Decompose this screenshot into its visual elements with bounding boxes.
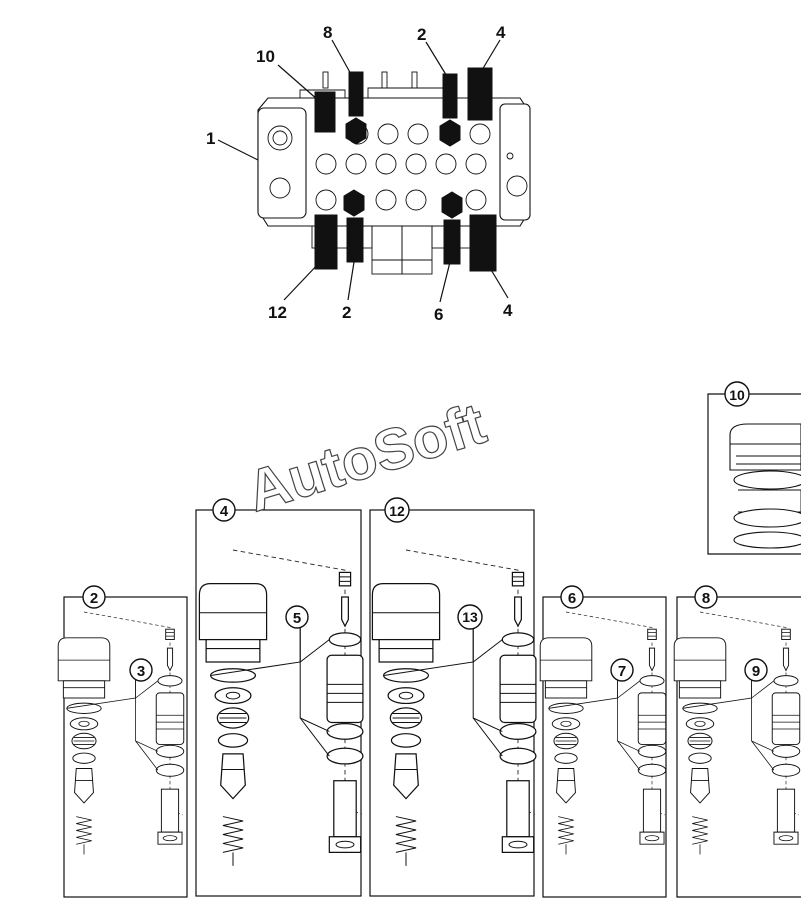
- watermark-text: AutoSoft: [240, 391, 493, 525]
- panel-12: 12 13: [369, 497, 537, 897]
- panel-4-seal-label: 5: [293, 610, 301, 627]
- callout-4-top: 4: [496, 23, 506, 42]
- valve-assembly: 1 10 8 2 4 12 2 6 4: [206, 23, 531, 324]
- panel-10-label: 10: [729, 387, 745, 403]
- callout-10: 10: [256, 47, 275, 66]
- callout-12: 12: [268, 303, 287, 322]
- panel-6: 6 7: [539, 585, 667, 898]
- watermark: AutoSoft: [239, 390, 493, 525]
- panel-4: 4 5: [195, 498, 364, 897]
- panel-2-seal-label: 3: [137, 663, 145, 680]
- panel-2-label: 2: [90, 590, 98, 607]
- panel-12-seal-label: 13: [462, 609, 478, 625]
- panel-8: 8 9: [673, 585, 801, 898]
- panel-8-seal-label: 9: [752, 663, 760, 680]
- callout-8: 8: [323, 23, 332, 42]
- callout-6: 6: [434, 305, 443, 324]
- callout-2-bottom: 2: [342, 303, 351, 322]
- callout-1: 1: [206, 129, 215, 148]
- panel-6-seal-label: 7: [618, 663, 626, 680]
- callout-4-bottom: 4: [503, 301, 513, 320]
- callout-2-top: 2: [417, 25, 426, 44]
- panel-6-label: 6: [568, 590, 576, 607]
- panel-2: 2 3: [57, 585, 188, 898]
- panel-8-label: 8: [702, 590, 710, 607]
- panel-4-label: 4: [220, 503, 229, 520]
- panel-12-label: 12: [389, 503, 405, 519]
- panel-10: 10: [707, 381, 801, 555]
